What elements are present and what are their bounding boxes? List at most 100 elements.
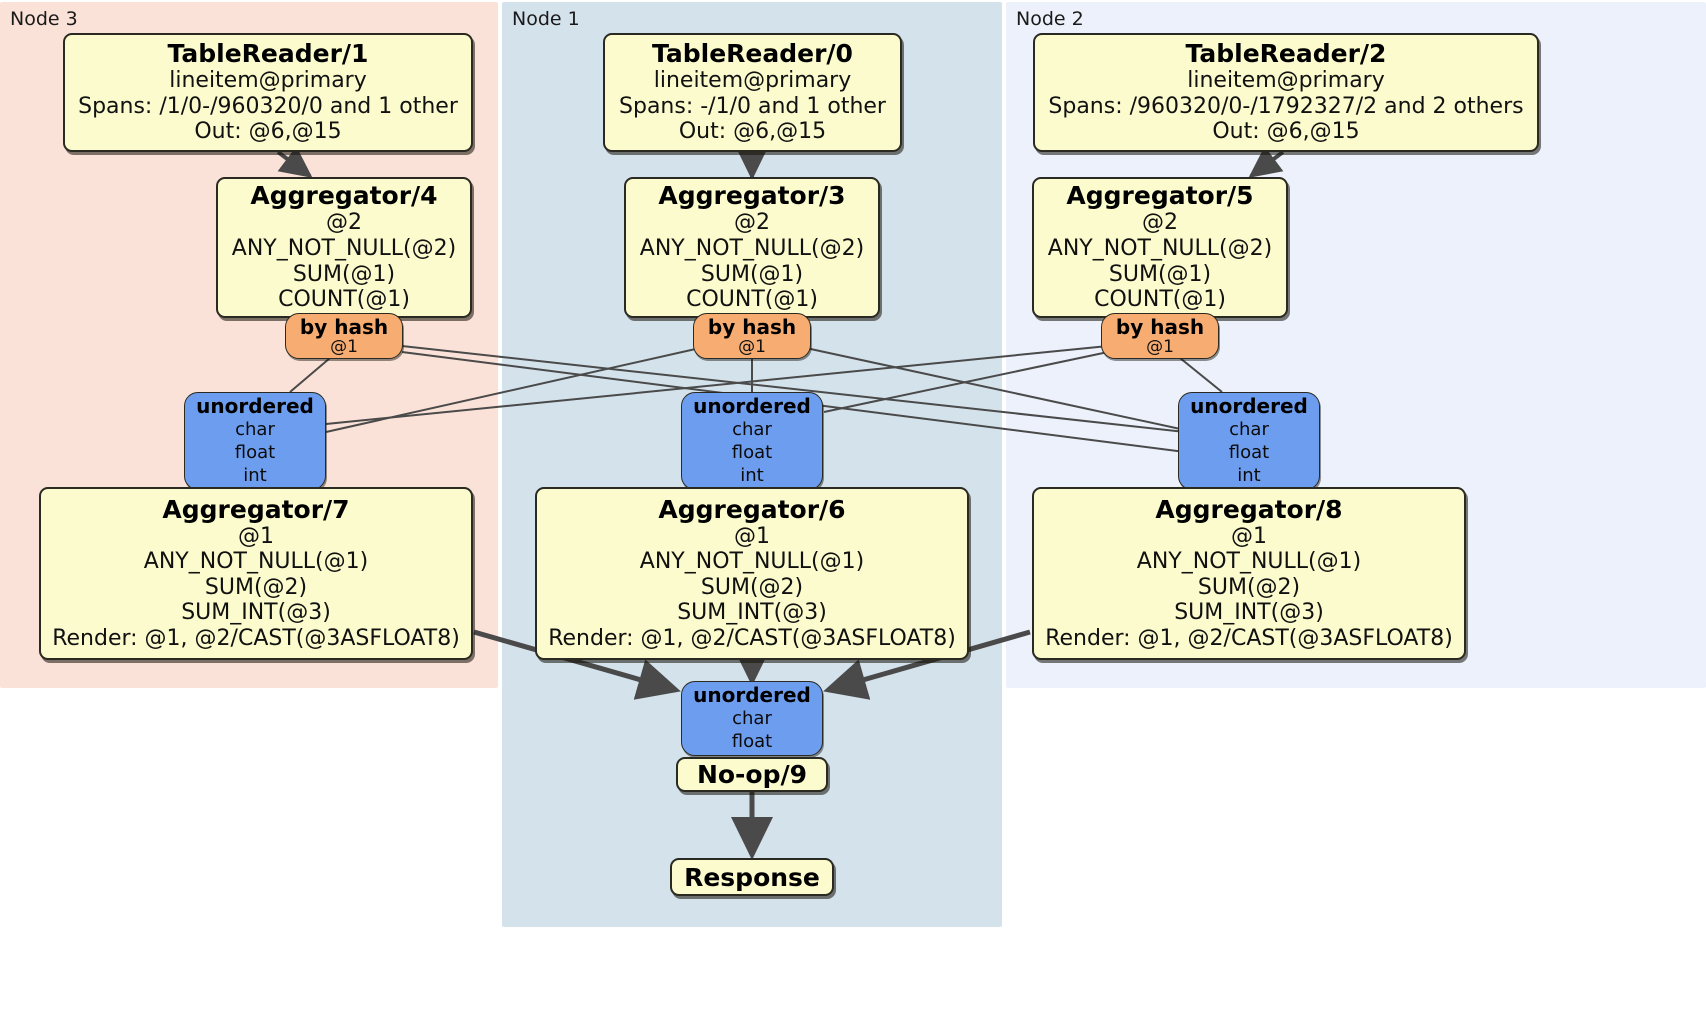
synchronizer-line: char xyxy=(732,707,772,729)
processor-tablereader-2[interactable]: TableReader/2 lineitem@primary Spans: /9… xyxy=(1033,33,1539,152)
processor-title: Aggregator/7 xyxy=(162,494,350,524)
processor-line: Out: @6,@15 xyxy=(678,119,827,145)
processor-tablereader-0[interactable]: TableReader/0 lineitem@primary Spans: -/… xyxy=(603,33,902,152)
synchronizer-unordered-right[interactable]: unordered char float int xyxy=(1178,392,1320,490)
processor-line: ANY_NOT_NULL(@1) xyxy=(639,549,865,575)
processor-line: ANY_NOT_NULL(@2) xyxy=(231,235,457,261)
processor-line: lineitem@primary xyxy=(653,68,852,94)
processor-line: SUM(@1) xyxy=(700,261,804,287)
processor-line: Spans: /960320/0-/1792327/2 and 2 others xyxy=(1048,93,1524,119)
node-panel-label-node3: Node 3 xyxy=(10,8,78,30)
processor-line: @2 xyxy=(326,210,362,236)
processor-title: TableReader/1 xyxy=(167,39,369,69)
synchronizer-line: char xyxy=(732,418,772,440)
processor-line: Out: @6,@15 xyxy=(1212,119,1360,145)
processor-line: ANY_NOT_NULL(@2) xyxy=(1047,235,1273,261)
processor-line: SUM(@2) xyxy=(204,574,308,600)
router-title: by hash xyxy=(1115,314,1205,339)
synchronizer-unordered-mid[interactable]: unordered char float int xyxy=(681,392,823,490)
processor-tablereader-1[interactable]: TableReader/1 lineitem@primary Spans: /1… xyxy=(63,33,473,152)
processor-line: @1 xyxy=(238,523,274,549)
processor-title: Aggregator/6 xyxy=(658,494,846,524)
edge-tablereader2-aggregator5 xyxy=(1248,146,1285,178)
processor-line: Render: @1, @2/CAST(@3ASFLOAT8) xyxy=(548,625,956,651)
node-panel-label-node2: Node 2 xyxy=(1016,8,1084,30)
router-line: @1 xyxy=(330,336,358,357)
processor-aggregator-8[interactable]: Aggregator/8 @1 ANY_NOT_NULL(@1) SUM(@2)… xyxy=(1032,487,1466,660)
synchronizer-line: int xyxy=(740,465,764,487)
processor-line: @2 xyxy=(734,210,770,236)
processor-line: SUM(@2) xyxy=(1197,574,1301,600)
processor-aggregator-7[interactable]: Aggregator/7 @1 ANY_NOT_NULL(@1) SUM(@2)… xyxy=(39,487,473,660)
processor-title: Aggregator/3 xyxy=(658,181,846,211)
edge-hash-right-unordered-left xyxy=(325,345,1109,425)
synchronizer-title: unordered xyxy=(196,393,314,418)
edge-aggregator8-unordered-final xyxy=(823,629,1031,700)
router-line: @1 xyxy=(1146,336,1174,357)
processor-line: SUM(@2) xyxy=(700,574,804,600)
synchronizer-line: float xyxy=(731,731,773,752)
processor-title: Aggregator/4 xyxy=(250,181,438,211)
processor-line: COUNT(@1) xyxy=(1094,287,1226,313)
synchronizer-line: float xyxy=(234,441,276,463)
processor-title: Aggregator/5 xyxy=(1066,181,1254,211)
processor-aggregator-3[interactable]: Aggregator/3 @2 ANY_NOT_NULL(@2) SUM(@1)… xyxy=(624,177,880,318)
router-line: @1 xyxy=(738,336,766,357)
processor-line: @1 xyxy=(734,523,770,549)
router-by-hash-left[interactable]: by hash @1 xyxy=(285,313,403,359)
processor-line: @1 xyxy=(1231,523,1267,549)
synchronizer-line: float xyxy=(731,441,773,463)
edge-hash-left-unordered-mid xyxy=(401,345,1186,433)
processor-line: ANY_NOT_NULL(@1) xyxy=(143,549,369,575)
processor-aggregator-6[interactable]: Aggregator/6 @1 ANY_NOT_NULL(@1) SUM(@2)… xyxy=(535,487,969,660)
router-title: by hash xyxy=(299,314,389,339)
edge-hash-right-unordered-mid xyxy=(823,351,1109,413)
synchronizer-line: int xyxy=(1237,465,1261,487)
processor-line: SUM_INT(@3) xyxy=(677,600,827,626)
synchronizer-title: unordered xyxy=(693,682,811,707)
processor-aggregator-4[interactable]: Aggregator/4 @2 ANY_NOT_NULL(@2) SUM(@1)… xyxy=(216,177,472,318)
edge-tablereader1-aggregator4 xyxy=(276,146,313,178)
processor-line: COUNT(@1) xyxy=(278,287,410,313)
synchronizer-line: char xyxy=(1229,418,1269,440)
processor-line: Render: @1, @2/CAST(@3ASFLOAT8) xyxy=(1045,625,1453,651)
processor-line: Render: @1, @2/CAST(@3ASFLOAT8) xyxy=(52,625,460,651)
router-by-hash-mid[interactable]: by hash @1 xyxy=(693,313,811,359)
processor-line: COUNT(@1) xyxy=(686,287,818,313)
processor-line: SUM_INT(@3) xyxy=(1174,600,1324,626)
processor-title: TableReader/2 xyxy=(1185,39,1387,69)
processor-title: Aggregator/8 xyxy=(1155,494,1343,524)
processor-title: Response xyxy=(684,862,820,892)
processor-line: ANY_NOT_NULL(@2) xyxy=(639,235,865,261)
synchronizer-title: unordered xyxy=(1190,393,1308,418)
processor-title: TableReader/0 xyxy=(652,39,853,69)
router-title: by hash xyxy=(707,314,797,339)
processor-line: Out: @6,@15 xyxy=(194,119,342,145)
processor-aggregator-5[interactable]: Aggregator/5 @2 ANY_NOT_NULL(@2) SUM(@1)… xyxy=(1032,177,1288,318)
edge-hash-right-unordered-right xyxy=(1179,357,1223,393)
processor-line: Spans: -/1/0 and 1 other xyxy=(619,93,886,119)
synchronizer-title: unordered xyxy=(693,393,811,418)
processor-title: No-op/9 xyxy=(696,760,808,789)
processor-line: ANY_NOT_NULL(@1) xyxy=(1136,549,1362,575)
processor-response[interactable]: Response xyxy=(670,858,834,896)
processor-line: lineitem@primary xyxy=(1187,68,1385,94)
synchronizer-line: float xyxy=(1228,441,1270,463)
processor-line: lineitem@primary xyxy=(169,68,367,94)
router-by-hash-right[interactable]: by hash @1 xyxy=(1101,313,1219,359)
node-panel-label-node1: Node 1 xyxy=(512,8,580,30)
synchronizer-line: char xyxy=(235,418,275,440)
edge-hash-mid-unordered-right xyxy=(805,347,1186,431)
processor-line: SUM(@1) xyxy=(1108,261,1212,287)
synchronizer-line: int xyxy=(243,465,267,487)
processor-line: Spans: /1/0-/960320/0 and 1 other xyxy=(78,93,458,119)
processor-noop-9[interactable]: No-op/9 xyxy=(676,757,828,792)
processor-line: SUM_INT(@3) xyxy=(181,600,331,626)
synchronizer-unordered-final[interactable]: unordered char float xyxy=(681,681,823,756)
synchronizer-unordered-left[interactable]: unordered char float int xyxy=(184,392,326,490)
edge-aggregator7-unordered-final xyxy=(473,629,681,700)
edge-hash-left-unordered-left xyxy=(289,357,331,393)
processor-line: @2 xyxy=(1142,210,1178,236)
